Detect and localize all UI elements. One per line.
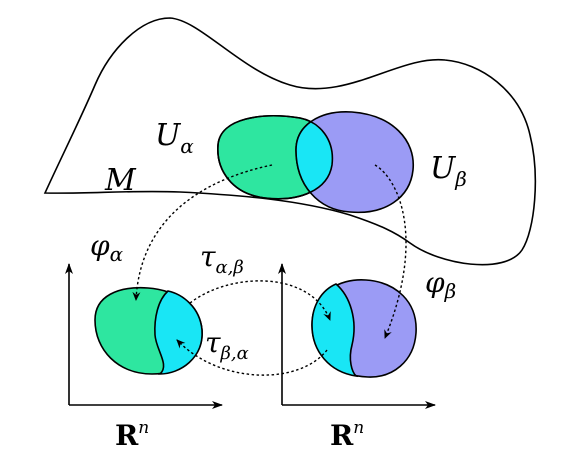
tau-beta-alpha-arrow: [176, 339, 328, 376]
u-beta-label: Uβ: [430, 151, 467, 191]
tau-alpha-beta-arrow: [189, 280, 331, 321]
manifold-label: M: [104, 163, 137, 198]
phi-alpha-label: φα: [90, 229, 124, 266]
phi-alpha-arrow: [132, 164, 273, 301]
rn-left-label: Rn: [115, 418, 149, 452]
tau-alpha-beta-label: τα,β: [200, 240, 244, 278]
manifold-outline: [43, 17, 537, 266]
tau-beta-alpha-label: τβ,α: [205, 326, 249, 364]
phi-beta-arrow: [374, 164, 407, 339]
phi-beta-label: φβ: [425, 266, 456, 303]
u-alpha-label: Uα: [155, 118, 194, 158]
phi-alpha-overlap: [154, 290, 203, 375]
rn-right-label: Rn: [330, 418, 364, 452]
